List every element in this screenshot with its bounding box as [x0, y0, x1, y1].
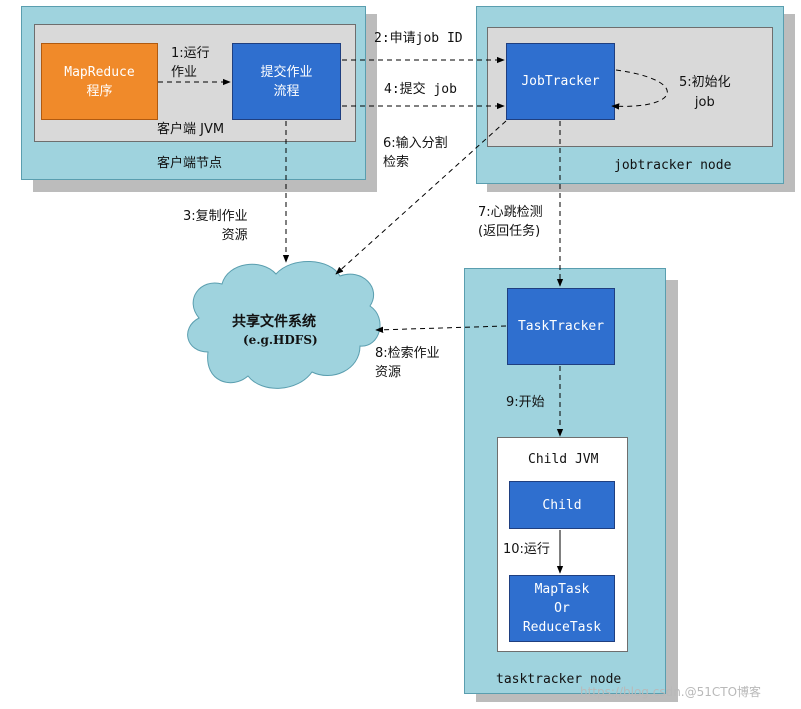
arrow-step5	[611, 69, 668, 110]
jobtracker-box: JobTracker	[506, 43, 615, 120]
arrow-step8	[375, 325, 507, 333]
arrow-step6	[335, 120, 507, 275]
step2-label: 2:申请job ID	[374, 31, 463, 46]
step3-label: 3:复制作业 资源	[183, 209, 248, 243]
shared-fs-subtitle: (e.g.HDFS)	[243, 333, 318, 347]
step8-label: 8:检索作业 资源	[375, 346, 440, 380]
mapreduce-program-box: MapReduce 程序	[41, 43, 158, 120]
client-jvm-label: 客户端 JVM	[157, 122, 225, 137]
step1-label: 1:运行 作业	[171, 46, 210, 80]
step7-label: 7:心跳检测 (返回任务)	[478, 205, 543, 239]
step5-init-label: 5:初始化 job	[679, 75, 731, 110]
client-node-label: 客户端节点	[157, 156, 223, 171]
step6-label: 6:输入分割 检索	[383, 136, 448, 170]
tasktracker-box: TaskTracker	[507, 288, 615, 365]
child-box: Child	[509, 481, 615, 529]
step10-label: 10:运行	[503, 542, 550, 557]
task-box: MapTask Or ReduceTask	[509, 575, 615, 642]
tasktracker-node-label: tasktracker node	[496, 672, 622, 687]
shared-filesystem-cloud	[187, 261, 381, 389]
submit-process-box: 提交作业 流程	[232, 43, 341, 120]
step9-label: 9:开始	[506, 395, 545, 410]
step4-label: 4:提交 job	[384, 82, 457, 97]
shared-fs-title: 共享文件系统	[232, 314, 316, 330]
jobtracker-node-label: jobtracker node	[614, 158, 732, 173]
watermark: https://blog.csdn.@51CTO博客	[580, 685, 762, 699]
child-jvm-label: Child JVM	[528, 452, 599, 467]
